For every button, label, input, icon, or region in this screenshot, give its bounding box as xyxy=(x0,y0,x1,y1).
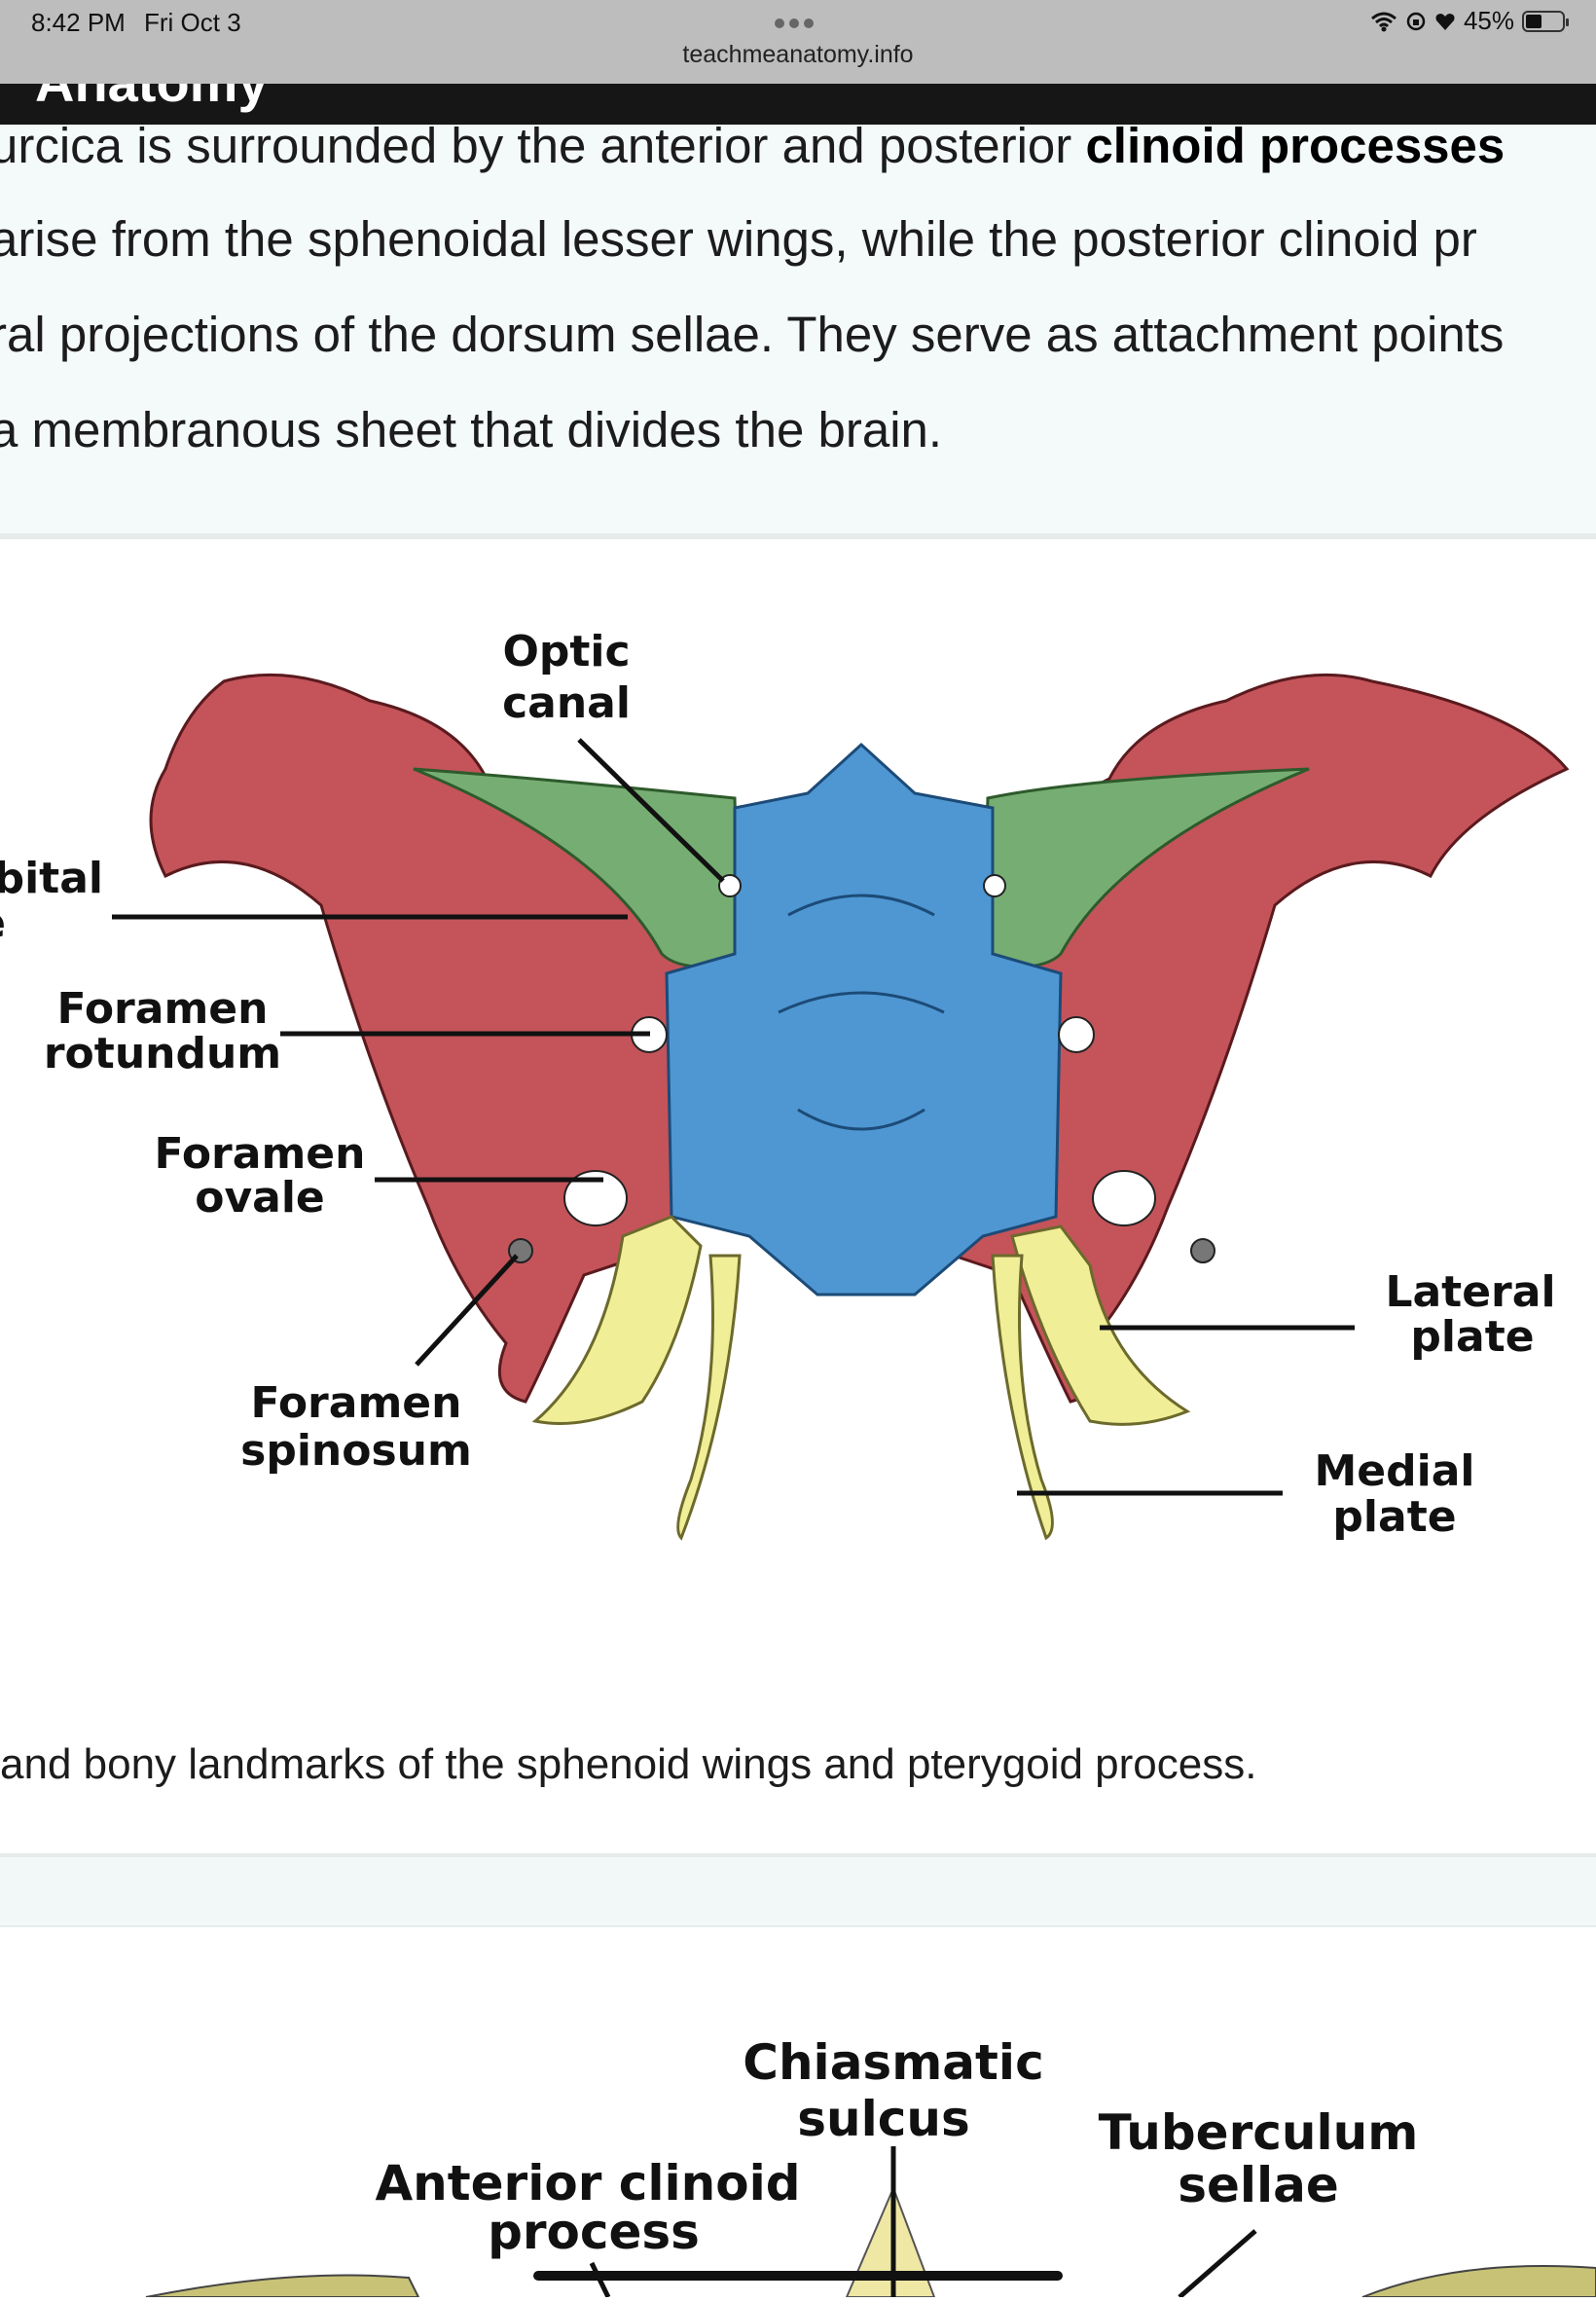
article-paragraph: urcica is surrounded by the anterior and… xyxy=(0,125,1596,533)
paragraph-line-2: arise from the sphenoidal lesser wings, … xyxy=(0,211,1477,267)
pterygoid-right-medial xyxy=(991,1254,1054,1541)
sphenoid-illustration: Optic canal rbital e Foramen rotundum Fo… xyxy=(0,627,1570,1542)
battery-percent: 45% xyxy=(1463,6,1514,35)
label-tuberculum-1: Tuberculum xyxy=(1099,2104,1419,2161)
label-anterior-clinoid-1: Anterior clinoid xyxy=(375,2155,800,2211)
heart-icon xyxy=(1435,13,1455,30)
label-spinosum-2: spinosum xyxy=(240,1426,472,1476)
optic-foramen-right xyxy=(983,874,1006,897)
label-rotundum-1: Foramen xyxy=(57,984,269,1034)
label-medial-plate-1: Medial xyxy=(1315,1446,1475,1496)
foramen-spinosum-right xyxy=(1190,1238,1215,1263)
home-indicator[interactable] xyxy=(533,2271,1063,2281)
sphenoid-body xyxy=(665,742,1063,1297)
tab-options-dots-icon[interactable] xyxy=(775,16,818,33)
paragraph-line-3: ral projections of the dorsum sellae. Th… xyxy=(0,307,1505,362)
pterygoid-left xyxy=(531,1215,703,1425)
leader-lines xyxy=(112,738,1355,1496)
label-ovale-1: Foramen xyxy=(155,1129,366,1179)
status-time: 8:42 PM xyxy=(31,8,126,37)
greater-wing-left xyxy=(149,673,712,1404)
label-optic-canal-1: Optic xyxy=(502,627,630,676)
site-header: Anatomy xyxy=(0,84,1596,125)
label-chiasmatic-1: Chiasmatic xyxy=(743,2034,1043,2091)
foramen-rotundum-right xyxy=(1058,1016,1095,1053)
orientation-lock-icon xyxy=(1406,12,1426,30)
label-tuberculum-2: sellae xyxy=(1178,2157,1339,2213)
sphenoid-figure: Optic canal rbital e Foramen rotundum Fo… xyxy=(0,539,1596,1659)
wifi-icon xyxy=(1370,12,1396,31)
paragraph-line-4: a membranous sheet that divides the brai… xyxy=(0,402,943,457)
address-bar-url[interactable]: teachmeanatomy.info xyxy=(682,41,914,68)
paragraph-line-1: urcica is surrounded by the anterior and… xyxy=(0,125,1505,174)
label-rotundum-2: rotundum xyxy=(44,1029,281,1078)
label-spinosum-1: Foramen xyxy=(251,1378,462,1428)
battery-icon xyxy=(1522,10,1569,32)
status-bar: 8:42 PM Fri Oct 3 teachmeanatomy.info 45… xyxy=(0,0,1596,84)
sella-right-wing xyxy=(1361,2265,1596,2298)
status-date: Fri Oct 3 xyxy=(144,8,241,37)
section-divider xyxy=(0,533,1596,539)
foramen-ovale-left xyxy=(563,1170,628,1226)
sella-figure: Chiasmatic sulcus Tuberculum sellae Ante… xyxy=(0,1927,1596,2299)
label-anterior-clinoid-2: process xyxy=(488,2204,700,2260)
label-chiasmatic-2: sulcus xyxy=(797,2091,970,2147)
paragraph-text: urcica is surrounded by the anterior and… xyxy=(0,125,1086,173)
sella-illustration: Chiasmatic sulcus Tuberculum sellae Ante… xyxy=(145,2034,1596,2299)
optic-foramen-left xyxy=(718,874,742,897)
bold-term: clinoid processes xyxy=(1085,125,1505,173)
label-ovale-2: ovale xyxy=(195,1173,325,1223)
chiasmatic-peak xyxy=(845,2185,936,2298)
status-icons: 45% xyxy=(1370,6,1569,36)
label-orbital-2: e xyxy=(0,898,6,948)
site-title[interactable]: Anatomy xyxy=(35,84,269,114)
label-lateral-plate-1: Lateral xyxy=(1385,1267,1555,1317)
figure-caption: and bony landmarks of the sphenoid wings… xyxy=(0,1740,1257,1788)
pterygoid-left-medial xyxy=(676,1254,742,1541)
label-lateral-plate-2: plate xyxy=(1410,1312,1534,1362)
label-medial-plate-2: plate xyxy=(1332,1492,1456,1542)
foramen-ovale-right xyxy=(1092,1170,1156,1226)
section-band xyxy=(0,1853,1596,1929)
label-optic-canal-2: canal xyxy=(502,678,631,728)
sella-left-wing xyxy=(145,2274,420,2298)
label-orbital-1: rbital xyxy=(0,854,103,903)
